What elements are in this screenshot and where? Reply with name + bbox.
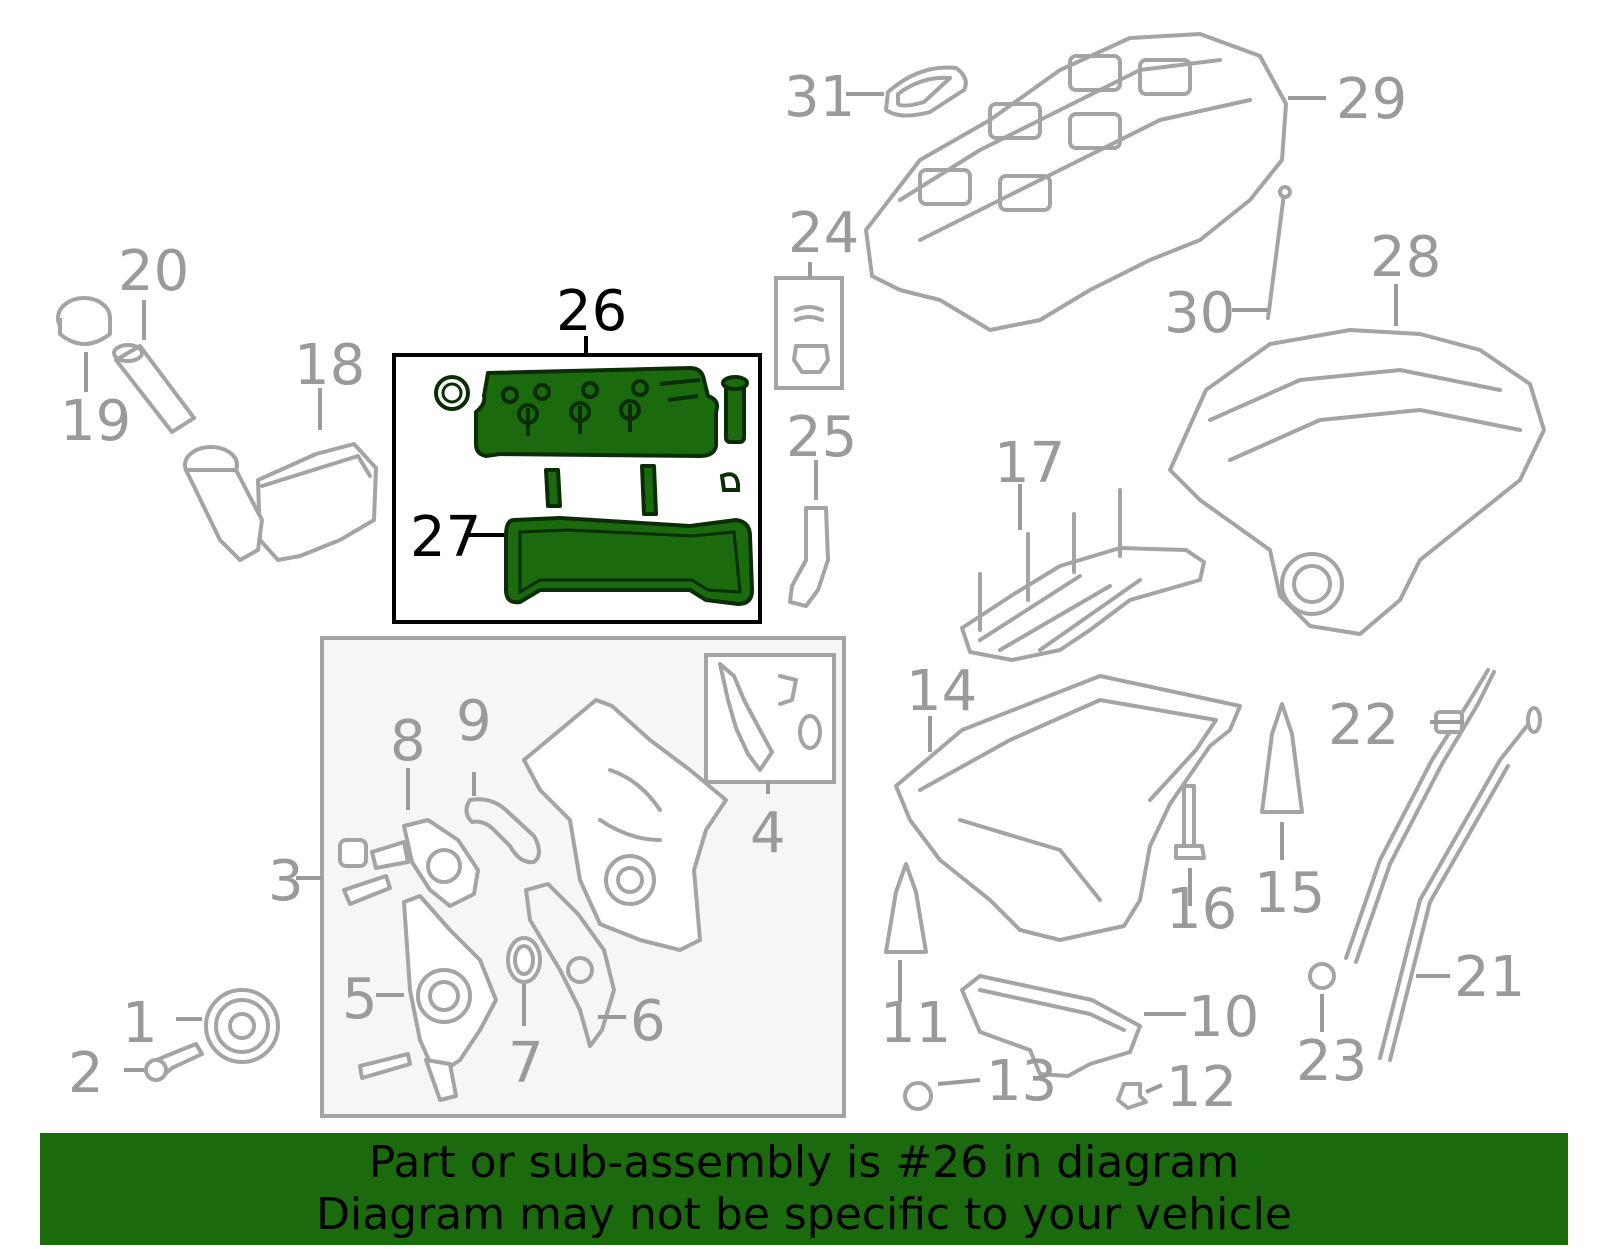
oil-pan-14[interactable] bbox=[894, 674, 1242, 942]
bolt-30[interactable] bbox=[1266, 185, 1292, 320]
intake-manifold-28[interactable] bbox=[1168, 328, 1546, 636]
windage-tray-17[interactable] bbox=[960, 488, 1206, 662]
dipstick-21[interactable] bbox=[1378, 706, 1542, 1062]
callout-10: 10 bbox=[1188, 985, 1259, 1050]
callout-19: 19 bbox=[60, 389, 131, 454]
sealant-11[interactable] bbox=[884, 862, 928, 954]
callout-13: 13 bbox=[986, 1049, 1057, 1114]
water-pump-gasket-9[interactable] bbox=[464, 797, 541, 865]
callout-22: 22 bbox=[1328, 693, 1399, 758]
info-banner: Part or sub-assembly is #26 in diagram D… bbox=[40, 1133, 1568, 1245]
pcv-valve-24[interactable] bbox=[774, 276, 844, 390]
callout-7: 7 bbox=[508, 1031, 544, 1096]
callout-20: 20 bbox=[118, 239, 189, 304]
callout-3: 3 bbox=[268, 849, 304, 914]
oil-filter-housing-18[interactable] bbox=[183, 442, 378, 562]
gasket-31[interactable] bbox=[884, 65, 968, 118]
valve-cover-gasket-27[interactable] bbox=[504, 516, 754, 606]
oil-pump-5[interactable] bbox=[358, 894, 498, 1102]
callout-26[interactable]: 26 bbox=[556, 279, 627, 344]
callout-5: 5 bbox=[342, 967, 378, 1032]
callout-1: 1 bbox=[122, 991, 158, 1056]
crankshaft-pulley-1[interactable] bbox=[204, 988, 280, 1064]
callout-16: 16 bbox=[1166, 877, 1237, 942]
oil-pan-10[interactable] bbox=[960, 974, 1142, 1078]
callout-28: 28 bbox=[1370, 225, 1441, 290]
oil-filter-cap-19[interactable] bbox=[56, 296, 112, 346]
callout-21: 21 bbox=[1454, 945, 1525, 1010]
breather-tube bbox=[721, 375, 749, 444]
studs bbox=[544, 464, 740, 516]
callout-24: 24 bbox=[788, 201, 859, 266]
leader-lines bbox=[84, 92, 1464, 1094]
callout-9: 9 bbox=[456, 689, 492, 754]
banner-background bbox=[40, 1133, 1568, 1245]
callout-2: 2 bbox=[68, 1041, 104, 1106]
callout-27[interactable]: 27 bbox=[410, 505, 481, 570]
timing-cover-gasket-6[interactable] bbox=[524, 882, 616, 1048]
callout-30: 30 bbox=[1164, 281, 1235, 346]
callout-17: 17 bbox=[994, 431, 1065, 496]
callout-12: 12 bbox=[1166, 1055, 1237, 1120]
callout-23: 23 bbox=[1296, 1029, 1367, 1094]
callout-15: 15 bbox=[1254, 861, 1325, 926]
callout-4: 4 bbox=[750, 801, 786, 866]
callout-31: 31 bbox=[784, 65, 855, 130]
oil-filter-20[interactable] bbox=[112, 343, 196, 434]
bolt-16[interactable] bbox=[1174, 784, 1206, 860]
drain-plug-12[interactable] bbox=[1116, 1082, 1148, 1110]
callout-14: 14 bbox=[906, 659, 977, 724]
o-ring-23[interactable] bbox=[1308, 962, 1336, 990]
callout-25: 25 bbox=[786, 405, 857, 470]
callout-8: 8 bbox=[390, 709, 426, 774]
valve-cover-26[interactable] bbox=[474, 366, 719, 458]
o-ring bbox=[434, 375, 470, 411]
callout-6: 6 bbox=[630, 989, 666, 1054]
front-seal-7[interactable] bbox=[506, 936, 542, 984]
pcv-hose-25[interactable] bbox=[788, 506, 830, 608]
upper-intake-29[interactable] bbox=[864, 32, 1288, 332]
callout-18: 18 bbox=[294, 333, 365, 398]
bolt-2[interactable] bbox=[144, 1042, 204, 1082]
sealant-15[interactable] bbox=[1260, 702, 1304, 814]
gasket-set-4[interactable] bbox=[718, 662, 822, 772]
callout-29: 29 bbox=[1336, 67, 1407, 132]
banner-line-1: Part or sub-assembly is #26 in diagram bbox=[368, 1137, 1240, 1188]
water-pump-8[interactable] bbox=[338, 818, 480, 908]
callout-11: 11 bbox=[880, 991, 951, 1056]
timing-cover[interactable] bbox=[522, 698, 728, 952]
plug-13[interactable] bbox=[903, 1081, 933, 1111]
banner-line-2: Diagram may not be specific to your vehi… bbox=[316, 1189, 1292, 1240]
